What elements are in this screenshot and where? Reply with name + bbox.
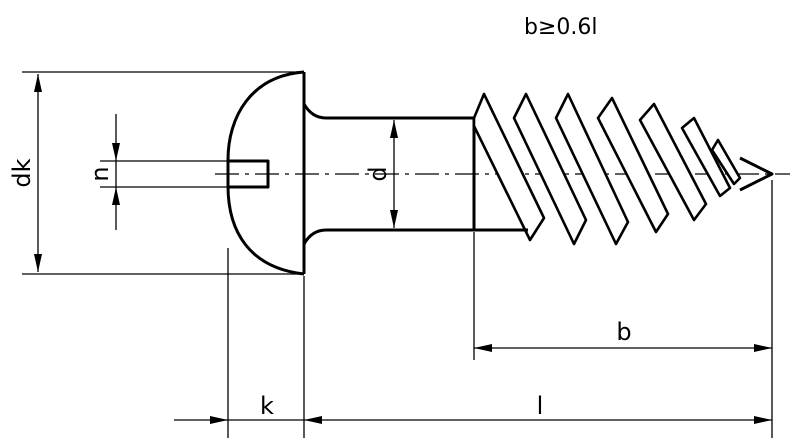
label-d: d [364, 166, 392, 181]
label-k: k [260, 392, 274, 420]
label-dk: dk [8, 158, 36, 187]
dimension-b: b [474, 318, 772, 352]
thread-length-formula: b≥0.6l [524, 15, 598, 40]
dimension-l: l [304, 392, 772, 424]
dimension-k: k [174, 392, 322, 424]
extension-lines [22, 71, 773, 438]
head-slot [228, 159, 270, 189]
screw-shank [302, 103, 476, 245]
label-l: l [537, 392, 544, 420]
label-b: b [616, 318, 631, 346]
dimension-n: n [86, 114, 120, 230]
screw-head [226, 70, 306, 276]
label-n: n [86, 166, 114, 181]
screw-thread [472, 92, 774, 246]
dimension-dk: dk [8, 74, 42, 272]
dimension-d: d [364, 120, 398, 228]
